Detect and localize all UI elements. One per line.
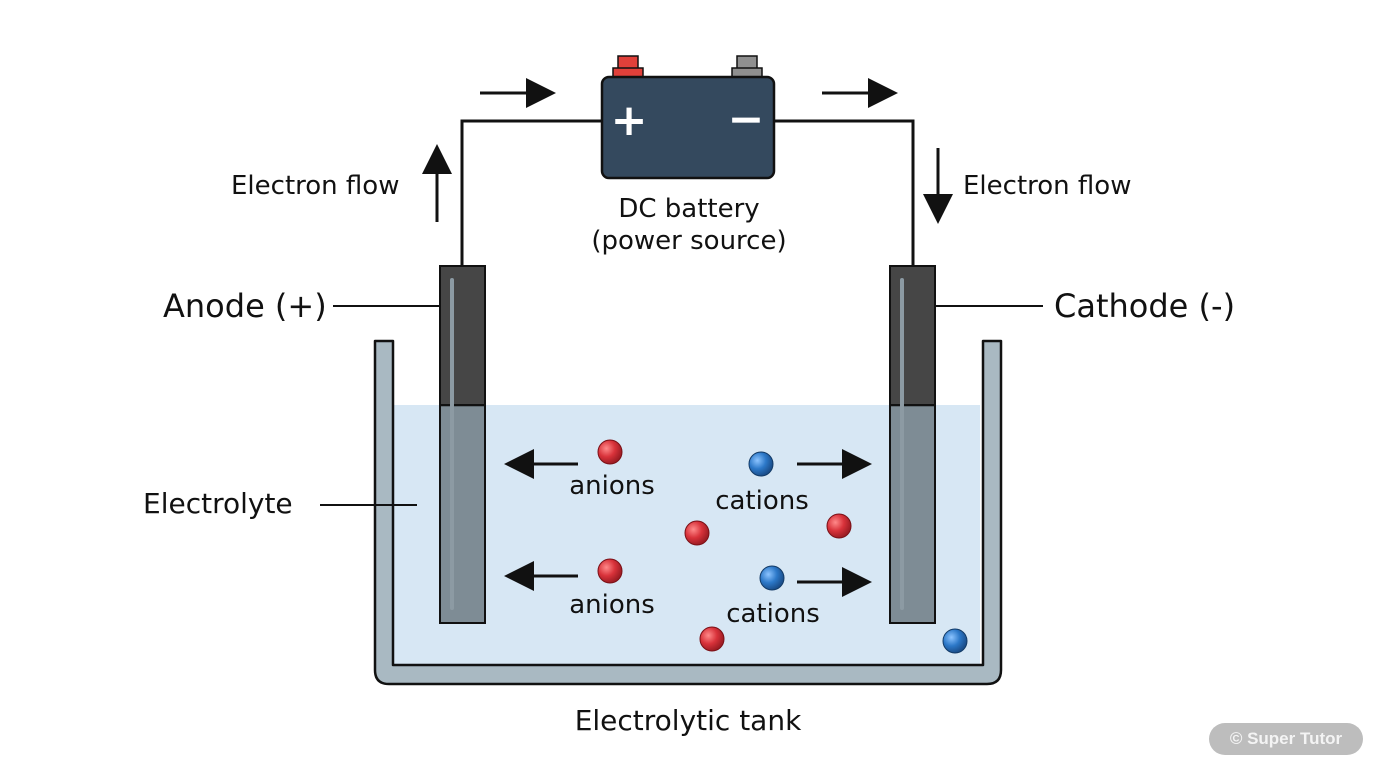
anion-particle (699, 626, 725, 652)
watermark-badge: © Super Tutor (1209, 723, 1363, 755)
cations-label-top: cations (715, 486, 809, 516)
cation-particle (942, 628, 968, 654)
anions-label-top: anions (569, 471, 655, 501)
cation-particle (759, 565, 785, 591)
anions-label-bottom: anions (569, 590, 655, 620)
anion-particle (826, 513, 852, 539)
anion-particle (684, 520, 710, 546)
electron-flow-label-right: Electron flow (963, 171, 1131, 201)
electron-flow-label-left: Electron flow (231, 171, 399, 201)
anode-label: Anode (+) (163, 287, 327, 325)
cathode-electrode (889, 265, 936, 624)
cation-particle (748, 451, 774, 477)
anion-particle (597, 558, 623, 584)
battery-label-line1: DC battery (618, 194, 759, 224)
cathode-label: Cathode (-) (1054, 287, 1235, 325)
battery-body (600, 75, 776, 180)
dc-battery: + − (600, 55, 776, 180)
wire-left (460, 119, 603, 266)
wire-right (774, 119, 915, 266)
electrolyte-label: Electrolyte (143, 487, 293, 520)
tank-label: Electrolytic tank (575, 704, 802, 737)
anode-electrode (439, 265, 486, 624)
anion-particle (597, 439, 623, 465)
battery-minus-sign: − (728, 94, 765, 145)
battery-plus-sign: + (611, 95, 648, 146)
battery-label-line2: (power source) (591, 226, 786, 256)
electrolytic-tank (373, 339, 1003, 686)
cations-label-bottom: cations (726, 599, 820, 629)
